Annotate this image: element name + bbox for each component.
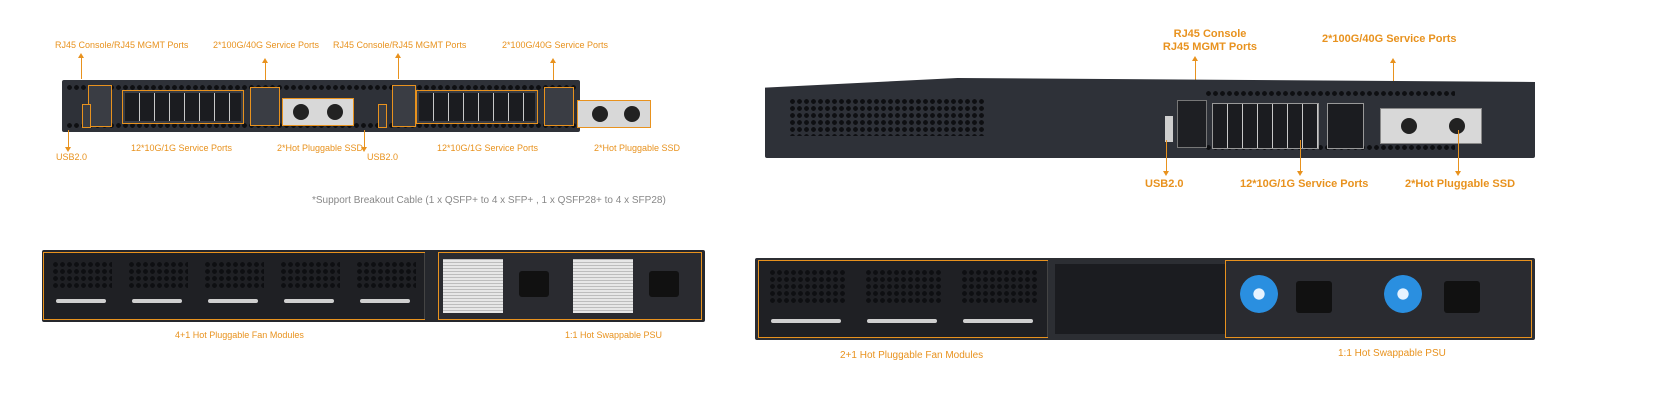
arrow-icon xyxy=(1192,56,1198,86)
label-console: RJ45 Console xyxy=(1173,28,1247,40)
sfp-ports xyxy=(416,90,538,124)
label-mgmt: RJ45 MGMT Ports xyxy=(1162,41,1258,53)
usb-port xyxy=(378,104,387,128)
label-rear-fans: 2+1 Hot Pluggable Fan Modules xyxy=(840,350,984,361)
qsfp-ports xyxy=(1327,103,1364,149)
arrow-icon xyxy=(262,58,268,84)
arrow-icon xyxy=(1455,130,1461,176)
sfp-ports xyxy=(122,90,244,124)
switch-front-left xyxy=(62,80,580,132)
rj45-ports xyxy=(1177,100,1207,148)
fan-modules xyxy=(43,252,425,320)
label-sfp: 12*10G/1G Service Ports xyxy=(1240,178,1369,190)
usb-port xyxy=(82,104,91,128)
label-usb-2: USB2.0 xyxy=(367,152,399,162)
rj45-ports xyxy=(392,85,416,127)
label-sfp-1: 12*10G/1G Service Ports xyxy=(131,143,233,153)
arrow-icon xyxy=(1297,140,1303,176)
label-console-mgmt-2: RJ45 Console/RJ45 MGMT Ports xyxy=(333,40,467,50)
qsfp-ports xyxy=(544,87,574,126)
qsfp-ports xyxy=(250,87,280,126)
ssd-slots xyxy=(282,98,354,126)
switch-front-right xyxy=(765,78,1535,158)
label-qsfp: 2*100G/40G Service Ports xyxy=(1322,33,1457,45)
arrow-icon xyxy=(1390,58,1396,86)
label-usb: USB2.0 xyxy=(1145,178,1184,190)
arrow-icon xyxy=(1163,140,1169,176)
switch-rear-right xyxy=(755,258,1535,340)
label-rear-psu: 1:1 Hot Swappable PSU xyxy=(1338,348,1446,359)
label-ssd-1: 2*Hot Pluggable SSD xyxy=(277,143,364,153)
blank-panel xyxy=(1055,264,1225,334)
ssd-slots xyxy=(577,100,651,128)
fan-modules xyxy=(758,260,1048,338)
label-rear-psu: 1:1 Hot Swappable PSU xyxy=(565,330,663,340)
arrow-icon xyxy=(395,53,401,79)
label-usb-1: USB2.0 xyxy=(56,152,88,162)
label-rear-fans: 4+1 Hot Pluggable Fan Modules xyxy=(175,330,304,340)
arrow-icon xyxy=(550,58,556,84)
usb-port xyxy=(1165,116,1173,142)
arrow-icon xyxy=(361,130,367,152)
rj45-ports xyxy=(88,85,112,127)
label-ssd-2: 2*Hot Pluggable SSD xyxy=(594,143,681,153)
arrow-icon xyxy=(65,130,71,152)
ssd-slots xyxy=(1380,108,1482,144)
label-qsfp-1: 2*100G/40G Service Ports xyxy=(213,40,320,50)
psu-modules xyxy=(438,252,702,320)
breakout-cable-note: *Support Breakout Cable (1 x QSFP+ to 4 … xyxy=(312,195,666,206)
arrow-icon xyxy=(78,53,84,79)
label-qsfp-2: 2*100G/40G Service Ports xyxy=(502,40,609,50)
label-ssd: 2*Hot Pluggable SSD xyxy=(1405,178,1516,190)
sfp-ports xyxy=(1212,103,1319,149)
psu-modules xyxy=(1225,260,1532,338)
label-sfp-2: 12*10G/1G Service Ports xyxy=(437,143,539,153)
label-console-mgmt-1: RJ45 Console/RJ45 MGMT Ports xyxy=(55,40,189,50)
switch-rear-left xyxy=(42,250,705,322)
